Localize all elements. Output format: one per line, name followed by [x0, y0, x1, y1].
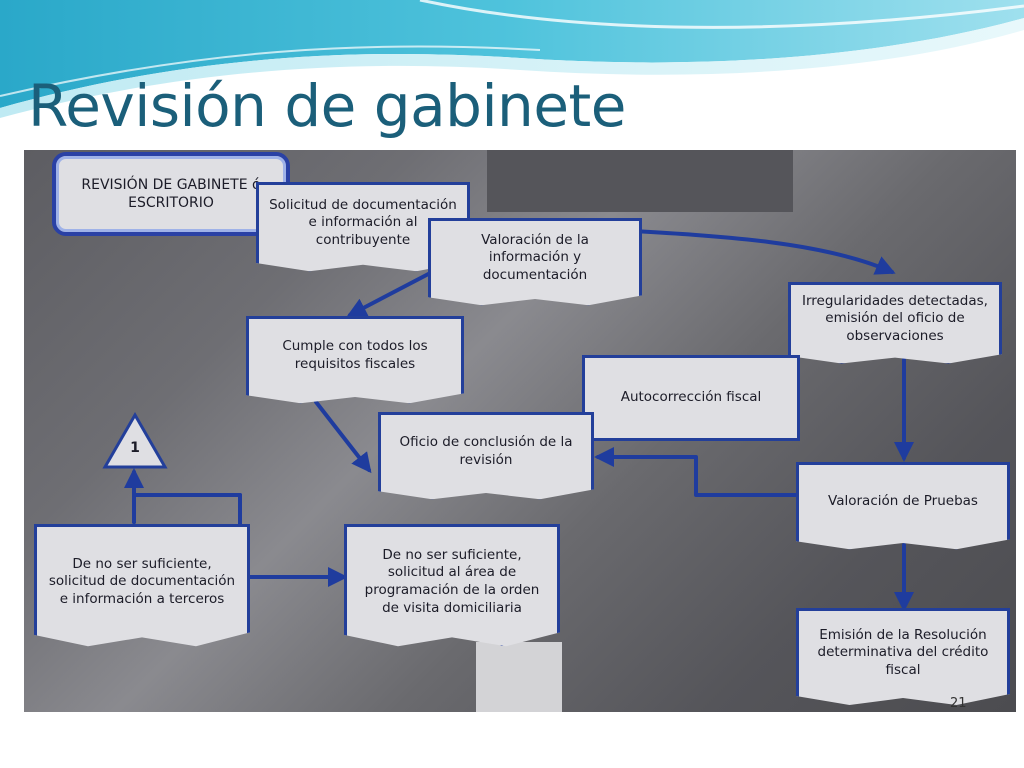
flow-diagram: REVISIÓN DE GABINETE ó ESCRITORIO Solici… [24, 150, 1016, 712]
node-autocorreccion: Autocorrección fiscal [582, 355, 800, 441]
node-oficio-conclusion: Oficio de conclusión de la revisión [378, 412, 594, 500]
node-visita-domiciliaria: De no ser suficiente, solicitud al área … [344, 524, 560, 647]
connector-triangle [102, 412, 168, 469]
node-valoracion-pruebas: Valoración de Pruebas [796, 462, 1010, 550]
arrow-to-visita [238, 493, 348, 587]
header-wave-decoration [0, 0, 1024, 118]
node-resolucion: Emisión de la Resolución determinativa d… [796, 608, 1010, 705]
line-loop-to-triangle [132, 493, 242, 524]
arrow-valoracion-to-irregularidades [612, 228, 896, 275]
connector-label: 1 [130, 440, 140, 456]
node-irregularidades: Irregularidades detectadas, emisión del … [788, 282, 1002, 364]
page-number: 21 [950, 696, 967, 711]
arrow-cumple-to-oficio [314, 400, 372, 474]
node-valoracion-informacion: Valoración de la información y documenta… [428, 218, 642, 306]
slide-title: Revisión de gabinete [28, 72, 626, 140]
node-revision-gabinete: REVISIÓN DE GABINETE ó ESCRITORIO [52, 152, 290, 236]
background-patch [476, 642, 562, 712]
background-patch [487, 150, 793, 212]
arrow-valoracion-to-cumple [346, 268, 438, 317]
arrow-pruebas-to-oficio [594, 447, 800, 497]
node-cumple-requisitos: Cumple con todos los requisitos fiscales [246, 316, 464, 404]
connector-lines [124, 228, 914, 646]
node-terceros: De no ser suficiente, solicitud de docum… [34, 524, 250, 647]
